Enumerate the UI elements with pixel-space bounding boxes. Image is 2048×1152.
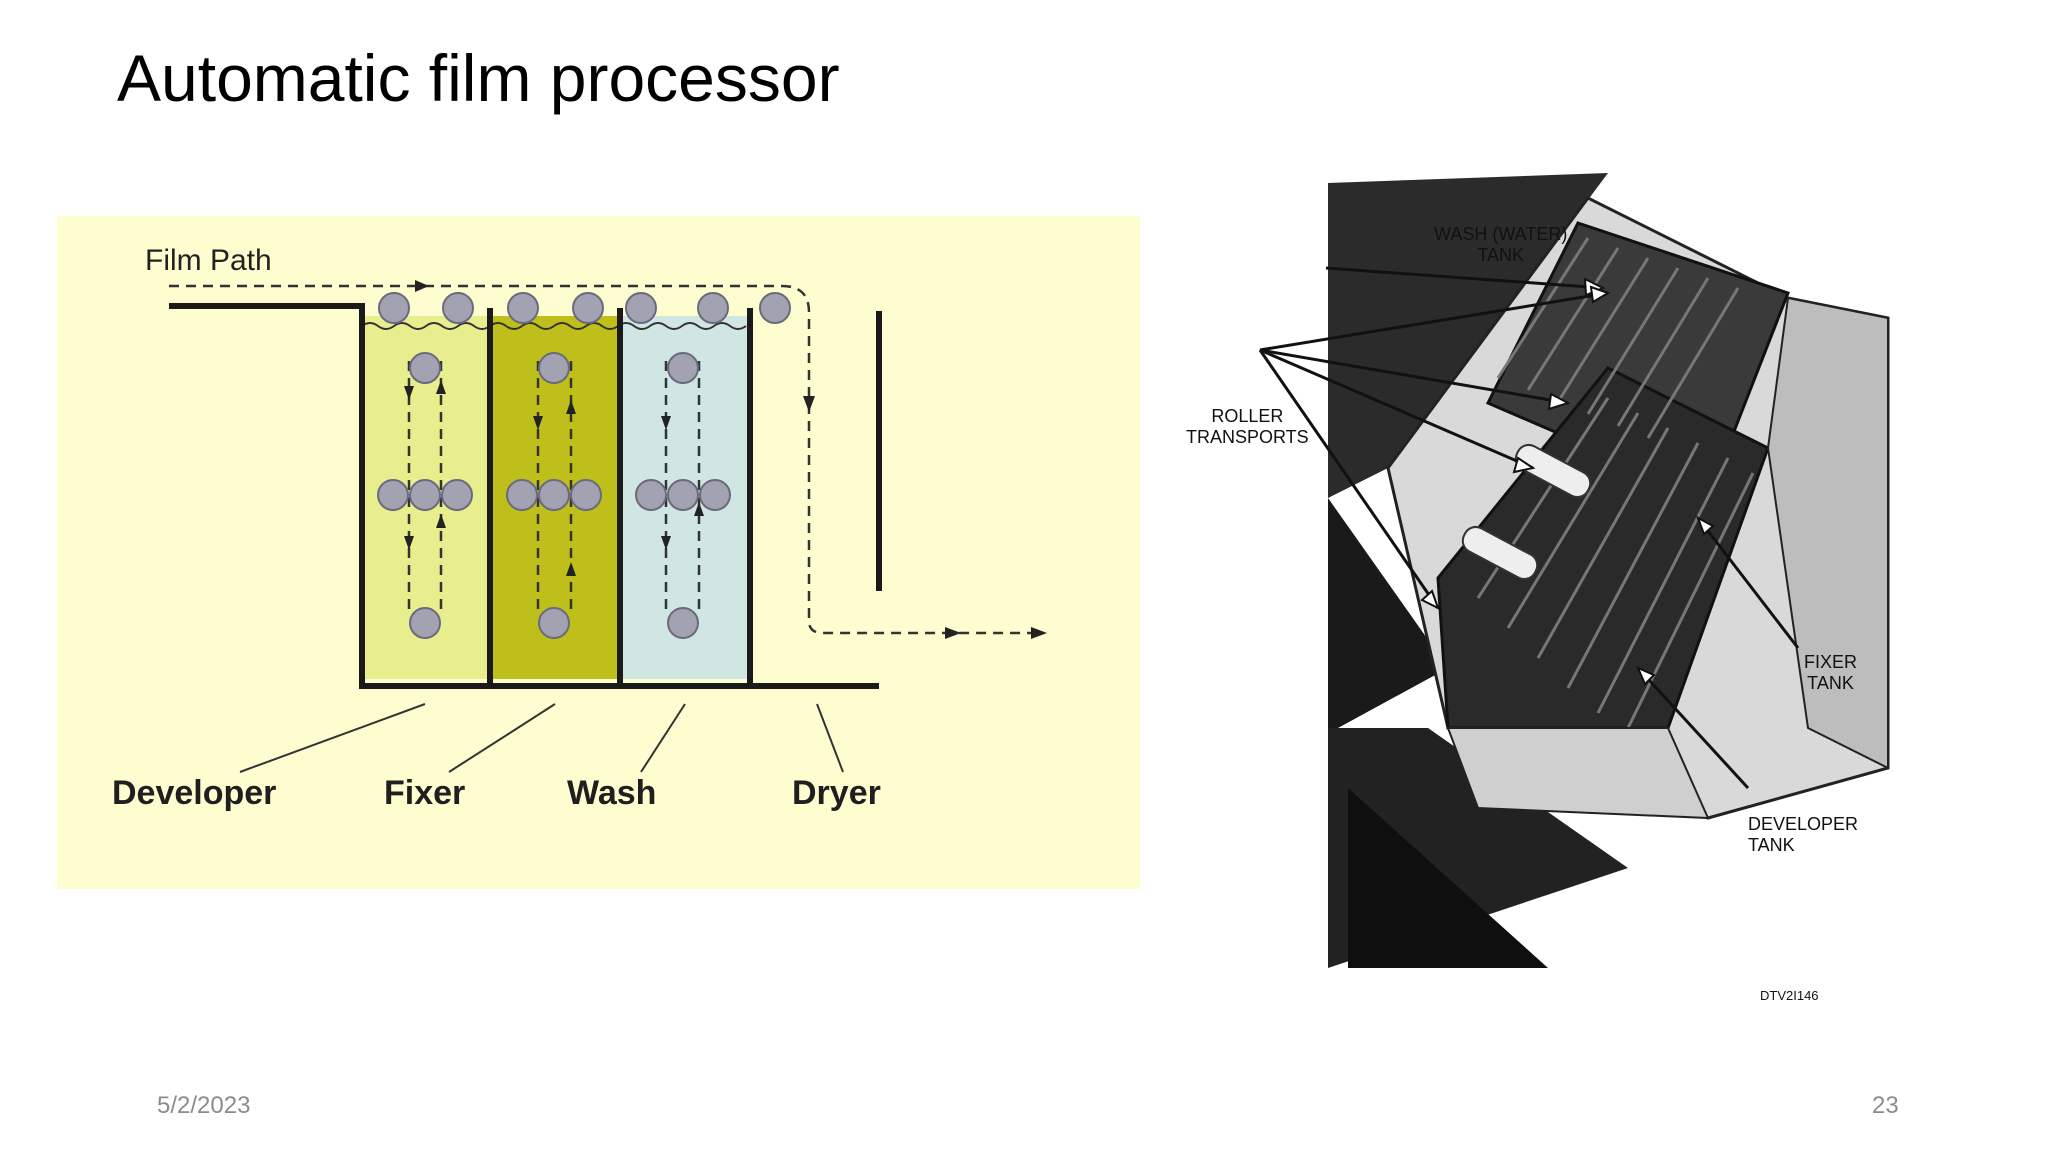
- slide-date: 5/2/2023: [157, 1092, 251, 1119]
- roller: [409, 479, 441, 511]
- film-path-label: Film Path: [145, 244, 272, 277]
- developer-label: Developer: [112, 774, 277, 812]
- slide-page-number: 23: [1872, 1092, 1899, 1119]
- roller: [507, 292, 539, 324]
- roller: [697, 292, 729, 324]
- schematic-drawing: [169, 280, 1047, 773]
- roller: [570, 479, 602, 511]
- roller: [667, 352, 699, 384]
- fixer-tank-annotation: FIXER TANK: [1804, 652, 1858, 693]
- roller: [409, 607, 441, 639]
- roller: [409, 352, 441, 384]
- figure-code: DTV2I146: [1760, 988, 1819, 1003]
- fixer-label: Fixer: [384, 774, 466, 812]
- roller: [442, 292, 474, 324]
- roller: [538, 352, 570, 384]
- processor-schematic: Film Path Developer Fixer Wash Dryer: [57, 216, 1140, 889]
- roller: [441, 479, 473, 511]
- roller: [538, 607, 570, 639]
- roller: [699, 479, 731, 511]
- roller: [538, 479, 570, 511]
- roller: [572, 292, 604, 324]
- roller: [378, 292, 410, 324]
- roller: [635, 479, 667, 511]
- processor-illustration: WASH (WATER) TANK ROLLER TRANSPORTS FIXE…: [1148, 168, 1908, 1018]
- wash-label: Wash: [567, 774, 657, 812]
- processor-illustration-drawing: [1258, 173, 1890, 968]
- roller-transports-annotation: ROLLER TRANSPORTS: [1186, 406, 1309, 447]
- roller: [667, 607, 699, 639]
- roller: [506, 479, 538, 511]
- wash-tank-annotation: WASH (WATER) TANK: [1434, 224, 1568, 265]
- developer-tank-annotation: DEVELOPER TANK: [1748, 814, 1859, 855]
- slide-title: Automatic film processor: [117, 41, 840, 115]
- roller: [625, 292, 657, 324]
- dryer-label: Dryer: [792, 774, 881, 812]
- roller: [377, 479, 409, 511]
- roller: [667, 479, 699, 511]
- roller: [759, 292, 791, 324]
